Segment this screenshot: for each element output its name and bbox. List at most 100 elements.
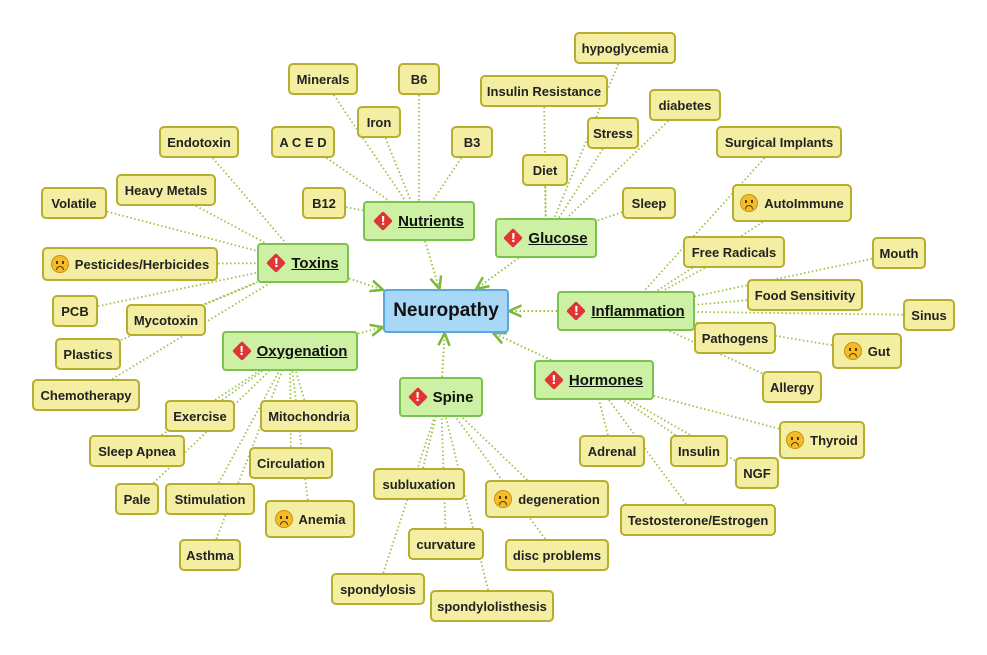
leaf-node-heavy-metals[interactable]: Heavy Metals <box>116 174 216 206</box>
connector-line <box>294 370 306 401</box>
leaf-node-degeneration[interactable]: degeneration <box>485 480 609 518</box>
leaf-node-b6[interactable]: B6 <box>398 63 440 95</box>
leaf-node-endotoxin[interactable]: Endotoxin <box>159 126 239 158</box>
leaf-node-diet[interactable]: Diet <box>522 154 568 186</box>
leaf-node-mycotoxin[interactable]: Mycotoxin <box>126 304 206 336</box>
leaf-node-sleep-apnea[interactable]: Sleep Apnea <box>89 435 185 467</box>
sad-face-icon <box>740 194 759 212</box>
sad-face-icon <box>50 255 69 273</box>
connector-line <box>653 394 780 430</box>
connector-line <box>382 416 436 574</box>
connector-line <box>217 370 280 484</box>
leaf-node-stimulation[interactable]: Stimulation <box>165 483 255 515</box>
leaf-node-exercise[interactable]: Exercise <box>165 400 235 432</box>
leaf-node-testosterone-estrogen[interactable]: Testosterone/Estrogen <box>620 504 776 536</box>
leaf-node-gut[interactable]: Gut <box>832 333 902 369</box>
leaf-node-b12[interactable]: B12 <box>302 187 346 219</box>
connector-line <box>454 416 546 540</box>
connector-line <box>476 257 520 289</box>
connector-line <box>212 157 287 244</box>
connector-line <box>461 416 528 481</box>
leaf-node-asthma[interactable]: Asthma <box>179 539 241 571</box>
branch-node-toxins[interactable]: Toxins <box>257 243 349 283</box>
leaf-node-autoimmune[interactable]: AutoImmune <box>732 184 852 222</box>
leaf-node-chemotherapy[interactable]: Chemotherapy <box>32 379 140 411</box>
leaf-node-circulation[interactable]: Circulation <box>249 447 333 479</box>
connector-line <box>97 271 258 308</box>
leaf-node-pale[interactable]: Pale <box>115 483 159 515</box>
connector-line <box>422 416 437 469</box>
connector-line <box>325 157 391 202</box>
leaf-node-thyroid[interactable]: Thyroid <box>779 421 865 459</box>
leaf-node-b3[interactable]: B3 <box>451 126 493 158</box>
center-node-neuropathy[interactable]: Neuropathy <box>383 289 509 333</box>
leaf-node-allergy[interactable]: Allergy <box>762 371 822 403</box>
leaf-node-pathogens[interactable]: Pathogens <box>694 322 776 354</box>
leaf-node-insulin[interactable]: Insulin <box>670 435 728 467</box>
leaf-node-curvature[interactable]: curvature <box>408 528 484 560</box>
leaf-node-food-sensitivity[interactable]: Food Sensitivity <box>747 279 863 311</box>
connector-line <box>596 211 623 222</box>
leaf-node-iron[interactable]: Iron <box>357 106 401 138</box>
sad-face-icon <box>843 342 862 360</box>
leaf-node-stress[interactable]: Stress <box>587 117 639 149</box>
warning-icon <box>545 371 563 389</box>
warning-icon <box>409 388 427 406</box>
leaf-node-surgical-implants[interactable]: Surgical Implants <box>716 126 842 158</box>
connector-line <box>445 416 489 591</box>
leaf-node-sinus[interactable]: Sinus <box>903 299 955 331</box>
branch-node-inflammation[interactable]: Inflammation <box>557 291 695 331</box>
connector-line <box>694 299 748 306</box>
sad-face-icon <box>786 431 805 449</box>
leaf-node-pcb[interactable]: PCB <box>52 295 98 327</box>
connector-line <box>493 333 552 361</box>
leaf-node-disc-problems[interactable]: disc problems <box>505 539 609 571</box>
leaf-node-adrenal[interactable]: Adrenal <box>579 435 645 467</box>
branch-node-nutrients[interactable]: Nutrients <box>363 201 475 241</box>
sad-face-icon <box>274 510 293 528</box>
connector-line <box>543 106 547 219</box>
leaf-node-plastics[interactable]: Plastics <box>55 338 121 370</box>
leaf-node-spondylosis[interactable]: spondylosis <box>331 573 425 605</box>
leaf-node-minerals[interactable]: Minerals <box>288 63 358 95</box>
branch-node-hormones[interactable]: Hormones <box>534 360 654 400</box>
connector-line <box>669 330 763 375</box>
connector-line <box>106 210 258 252</box>
connector-line <box>431 157 463 202</box>
leaf-node-subluxation[interactable]: subluxation <box>373 468 465 500</box>
leaf-node-free-radicals[interactable]: Free Radicals <box>683 236 785 268</box>
leaf-node-anemia[interactable]: Anemia <box>265 500 355 538</box>
sad-face-icon <box>494 490 513 508</box>
connector-line <box>643 157 766 292</box>
leaf-node-volatile[interactable]: Volatile <box>41 187 107 219</box>
connector-line <box>289 370 292 448</box>
leaf-node-spondylolisthesis[interactable]: spondylolisthesis <box>430 590 554 622</box>
connector-line <box>566 120 669 219</box>
branch-node-oxygenation[interactable]: Oxygenation <box>222 331 358 371</box>
branch-node-glucose[interactable]: Glucose <box>495 218 597 258</box>
connector-line <box>608 399 687 505</box>
leaf-node-diabetes[interactable]: diabetes <box>649 89 721 121</box>
connector-line <box>221 370 263 401</box>
connector-line <box>357 327 383 333</box>
leaf-node-pesticides-herbicides[interactable]: Pesticides/Herbicides <box>42 247 218 281</box>
leaf-node-ngf[interactable]: NGF <box>735 457 779 489</box>
leaf-node-sleep[interactable]: Sleep <box>622 187 676 219</box>
warning-icon <box>267 254 285 272</box>
connector-line <box>291 370 309 501</box>
connector-line <box>623 399 676 436</box>
connector-line <box>160 370 260 436</box>
warning-icon <box>504 229 522 247</box>
leaf-node-hypoglycemia[interactable]: hypoglycemia <box>574 32 676 64</box>
connector-line <box>348 277 383 289</box>
connector-line <box>195 205 266 244</box>
connector-line <box>558 148 604 219</box>
leaf-node-mitochondria[interactable]: Mitochondria <box>260 400 358 432</box>
connector-line <box>662 267 706 292</box>
connector-line <box>424 240 439 289</box>
leaf-node-aced[interactable]: A C E D <box>271 126 335 158</box>
connector-line <box>656 221 764 292</box>
branch-node-spine[interactable]: Spine <box>399 377 483 417</box>
leaf-node-insulin-resistance[interactable]: Insulin Resistance <box>480 75 608 107</box>
leaf-node-mouth[interactable]: Mouth <box>872 237 926 269</box>
